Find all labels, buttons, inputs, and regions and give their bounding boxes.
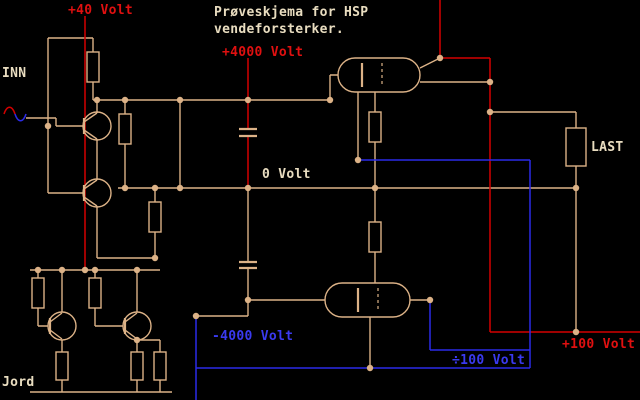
- label-load: LAST: [591, 140, 624, 155]
- tube-v2: [324, 282, 411, 318]
- blue-wires: [195, 159, 531, 400]
- label-supply-minus4000: -4000 Volt: [212, 329, 293, 344]
- transistor-q4: [122, 311, 152, 341]
- schematic-title-line2: vendeforsterker.: [214, 22, 344, 37]
- label-supply-plus100: +100 Volt: [562, 337, 635, 352]
- junction-dots: [34, 54, 580, 372]
- tan-wires: [26, 37, 577, 393]
- label-zero-volt: 0 Volt: [262, 167, 311, 182]
- label-divided-100: ÷100 Volt: [452, 353, 525, 368]
- transistor-q1: [82, 111, 112, 141]
- input-signal-icon: [3, 106, 27, 122]
- label-ground: Jord: [2, 375, 35, 390]
- load-resistor: [565, 127, 587, 167]
- capacitor-c1: [239, 127, 257, 138]
- label-supply-plus40: +40 Volt: [68, 3, 133, 18]
- schematic-title-line1: Prøveskjema for HSP: [214, 5, 368, 20]
- transistor-q2: [82, 178, 112, 208]
- capacitor-c2: [239, 260, 257, 270]
- transistor-q3: [47, 311, 77, 341]
- label-supply-plus4000: +4000 Volt: [222, 45, 303, 60]
- label-input: INN: [2, 66, 26, 81]
- red-wires: [84, 0, 640, 333]
- tube-v1: [337, 57, 421, 93]
- labels: Prøveskjema for HSP vendeforsterker. +40…: [2, 3, 635, 390]
- resistors: [31, 51, 382, 381]
